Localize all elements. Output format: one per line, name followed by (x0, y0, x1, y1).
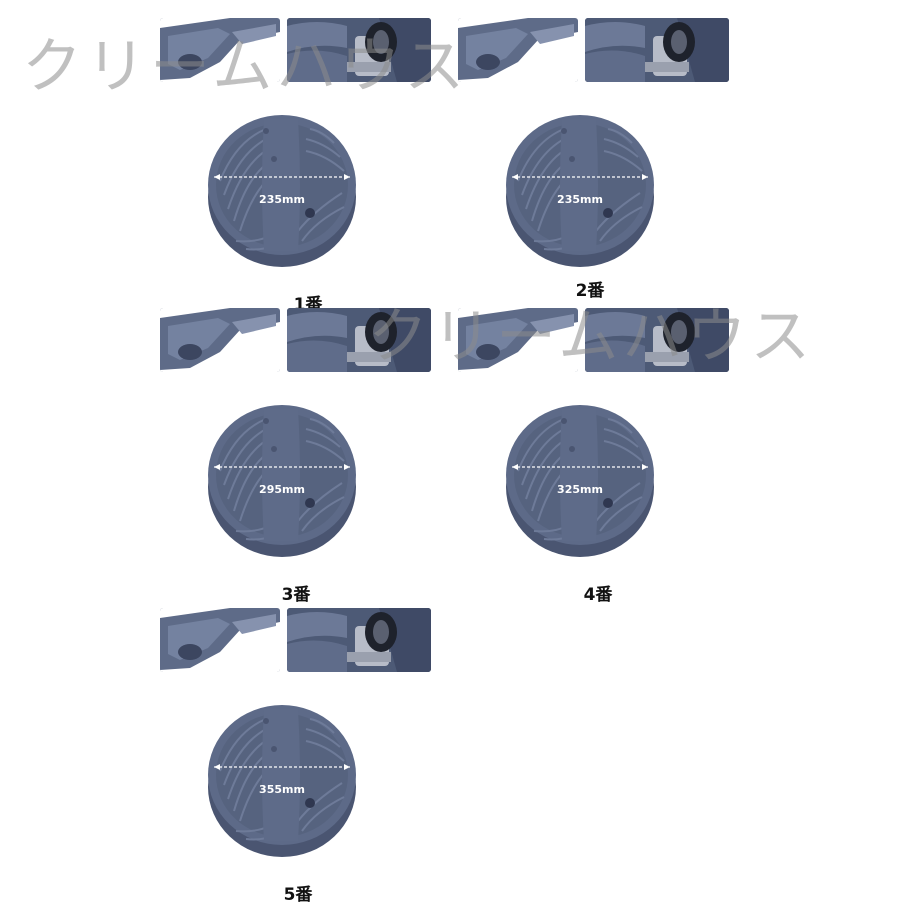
tray-closeup-image (160, 18, 280, 82)
diameter-label: 295mm (259, 483, 305, 496)
caster-closeup-image (585, 308, 729, 372)
variant-number-label: 5番 (283, 885, 313, 905)
round-pad-image (504, 401, 656, 561)
caster-closeup-image (287, 18, 431, 82)
tray-closeup-image (160, 608, 280, 672)
tray-closeup-image (160, 308, 280, 372)
variant-3: 295mm 3番 (150, 308, 450, 608)
variant-number-label: 2番 (575, 281, 605, 301)
diameter-label: 355mm (259, 783, 305, 796)
caster-closeup-image (585, 18, 729, 82)
variant-1: 235mm 1番 (150, 18, 450, 318)
tray-closeup-image (458, 18, 578, 82)
variant-5: 355mm 5番 (150, 608, 450, 908)
tray-closeup-image (458, 308, 578, 372)
round-pad-image (206, 111, 358, 271)
variant-2: 235mm 2番 (448, 18, 748, 318)
round-pad-image (504, 111, 656, 271)
diameter-label: 235mm (557, 193, 603, 206)
caster-closeup-image (287, 608, 431, 672)
diameter-label: 235mm (259, 193, 305, 206)
round-pad-image (206, 701, 358, 861)
variant-number-label: 3番 (281, 585, 311, 605)
diameter-label: 325mm (557, 483, 603, 496)
round-pad-image (206, 401, 358, 561)
variant-4: 325mm 4番 (448, 308, 748, 608)
variant-number-label: 4番 (583, 585, 613, 605)
caster-closeup-image (287, 308, 431, 372)
